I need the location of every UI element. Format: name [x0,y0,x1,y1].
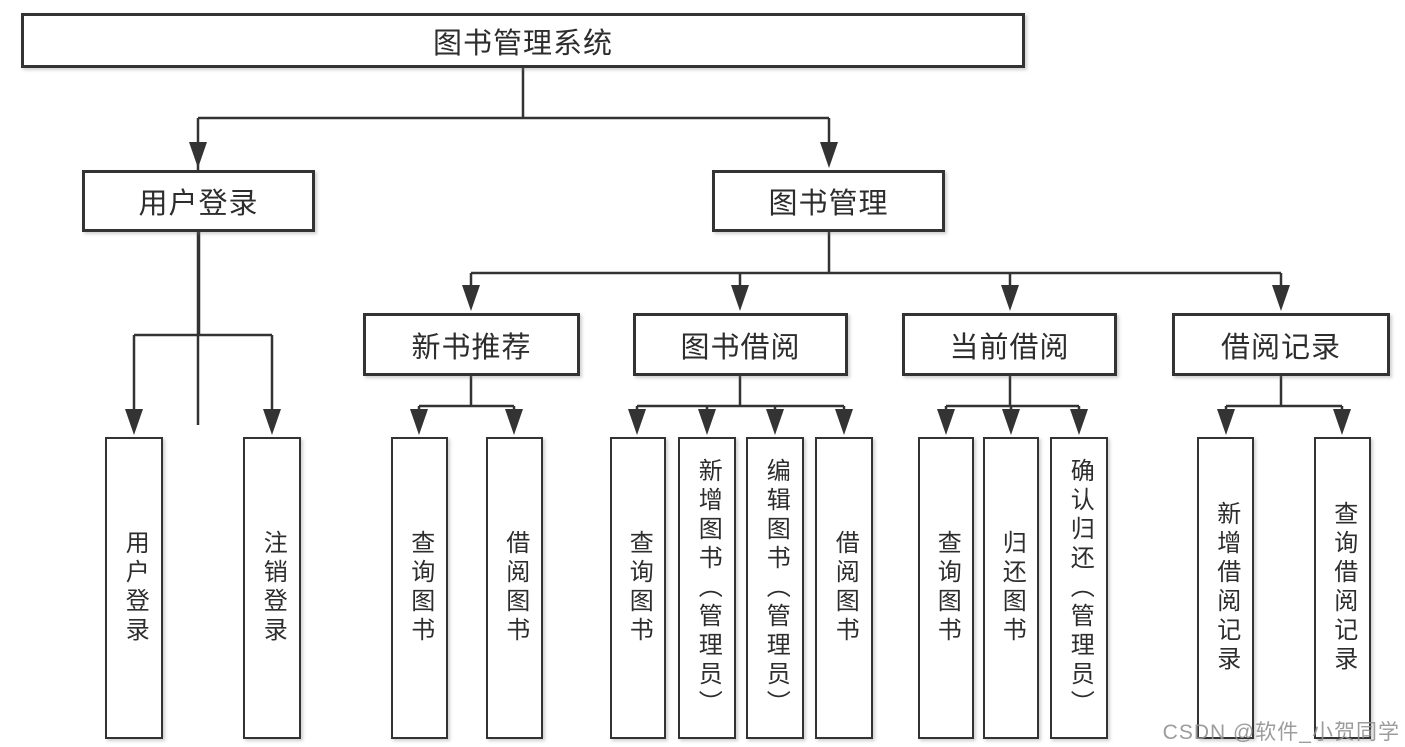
connector-root-to-level2 [196,68,831,425]
node-new-book-recommend: 新书推荐 [363,313,580,376]
arrowhead [263,409,281,435]
node-book-borrowing-label: 图书借阅 [680,331,801,364]
leaf-query-books-newbooks: 查询图书 [391,437,448,739]
arrowhead [731,285,749,311]
connector-mgmt-to-level3 [469,232,1283,303]
leaf-borrow-books-borrowing: 借阅图书 [815,437,873,739]
leaf-logout: 注销登录 [243,437,301,739]
leaf-return-books: 归还图书 [983,437,1039,739]
arrowhead [1333,409,1351,435]
connector-records-to-leaves [1224,376,1344,427]
leaf-query-borrow-record-label: 查询借阅记录 [1329,501,1357,675]
leaf-edit-books-admin: 编辑图书（管理员） [746,437,804,739]
arrowhead [1217,409,1235,435]
node-new-book-recommend-label: 新书推荐 [411,331,532,364]
leaf-borrow-books-borrowing-label: 借阅图书 [831,530,859,646]
node-book-borrowing: 图书借阅 [633,313,848,376]
leaf-edit-books-admin-label: 编辑图书（管理员） [762,457,790,719]
leaf-confirm-return-admin-label: 确认归还（管理员） [1066,457,1094,719]
node-user-login-label: 用户登录 [138,188,259,220]
arrowhead [505,409,523,435]
arrowhead [766,409,784,435]
leaf-confirm-return-admin: 确认归还（管理员） [1050,437,1108,739]
leaf-logout-label: 注销登录 [259,530,287,646]
arrowhead [125,409,143,435]
arrowhead [1070,409,1088,435]
node-borrow-records-label: 借阅记录 [1220,331,1341,364]
arrowhead [1272,285,1290,311]
arrowhead [410,409,428,435]
leaf-borrow-books-newbooks-label: 借阅图书 [501,530,529,646]
arrowheads [125,142,1351,435]
arrowhead [698,409,716,435]
arrowhead [820,142,838,168]
node-borrow-records: 借阅记录 [1172,313,1390,376]
leaf-query-borrow-record: 查询借阅记录 [1314,437,1371,739]
leaf-query-books-current: 查询图书 [918,437,974,739]
node-current-borrowing: 当前借阅 [902,313,1117,376]
leaf-return-books-label: 归还图书 [998,530,1026,646]
arrowhead [1002,409,1020,435]
connector-login-to-leaves [132,232,274,427]
arrowhead [1001,285,1019,311]
arrowhead [462,285,480,311]
arrowhead [189,142,207,168]
node-root-system: 图书管理系统 [21,13,1025,68]
node-user-login: 用户登录 [82,170,315,232]
leaf-user-login: 用户登录 [105,437,163,739]
leaf-query-books-newbooks-label: 查询图书 [406,530,434,646]
connector-borrow-to-leaves [635,376,846,427]
node-book-management-label: 图书管理 [768,188,889,220]
leaf-query-books-borrowing: 查询图书 [610,437,666,739]
leaf-user-login-label: 用户登录 [121,530,149,646]
arrowhead [937,409,955,435]
node-root-label: 图书管理系统 [432,27,613,60]
arrowhead [835,409,853,435]
csdn-watermark: CSDN @软件_小贺同学 [1162,721,1400,744]
leaf-add-books-admin: 新增图书（管理员） [678,437,736,739]
node-current-borrowing-label: 当前借阅 [949,331,1070,364]
leaf-add-books-admin-label: 新增图书（管理员） [694,457,722,719]
leaf-query-books-borrowing-label: 查询图书 [625,530,653,646]
leaf-query-books-current-label: 查询图书 [933,530,961,646]
arrowhead [628,409,646,435]
leaf-add-borrow-record: 新增借阅记录 [1197,437,1254,739]
node-book-management: 图书管理 [712,170,945,232]
connector-new-to-leaves [417,376,516,427]
leaf-add-borrow-record-label: 新增借阅记录 [1212,501,1240,675]
leaf-borrow-books-newbooks: 借阅图书 [486,437,543,739]
